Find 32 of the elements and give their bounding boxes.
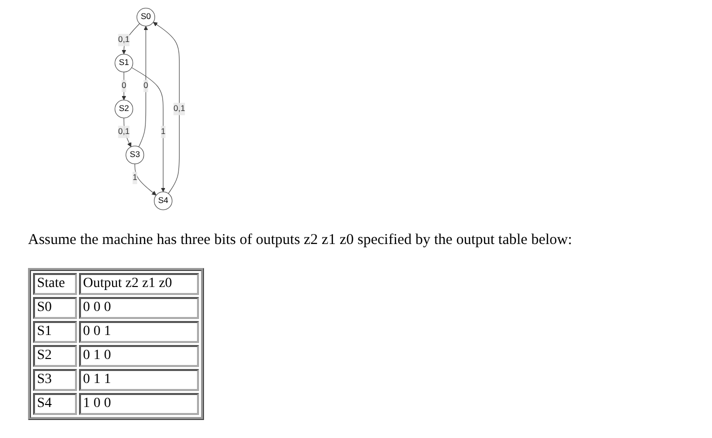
node-circle: S1 — [114, 54, 134, 72]
table-cell: 0 1 0 — [79, 345, 199, 367]
arrow — [122, 23, 140, 54]
edge-label: 0 — [144, 81, 148, 90]
arrow — [134, 164, 156, 196]
table-cell: S2 — [33, 345, 77, 367]
edge-label: 1 — [160, 127, 166, 136]
edge-label: 0,1 — [118, 35, 130, 44]
edge-label: 0,1 — [174, 104, 186, 114]
table-cell: 1 0 0 — [79, 393, 199, 415]
edge-label: 0 — [122, 81, 126, 90]
node-circle: S0 — [136, 8, 156, 26]
node-circle: S2 — [114, 100, 134, 118]
arrow — [122, 72, 126, 100]
edge-label: 1 — [132, 173, 138, 182]
node-circle: S4 — [154, 192, 172, 210]
node-circle: S3 — [126, 146, 144, 164]
table-cell: 0 0 1 — [79, 321, 199, 343]
table-cell: S3 — [33, 369, 77, 391]
arrow — [124, 118, 132, 148]
table-cell: S4 — [33, 393, 77, 415]
arrow — [138, 26, 148, 148]
table-cell: 0 0 0 — [79, 297, 199, 319]
arrow — [131, 67, 166, 192]
table-cell: S1 — [33, 321, 77, 343]
header-cell: State — [33, 273, 77, 295]
table-cell: 0 1 1 — [79, 369, 199, 391]
table-cell: S0 — [33, 297, 77, 319]
header-cell: Output z2 z1 z0 — [79, 273, 199, 295]
sentence: Assume the machine has three bits of outputs z2 z1 z0 specified by the output table below: — [28, 232, 572, 249]
edge-label: 0,1 — [118, 127, 130, 136]
arrow — [153, 22, 180, 194]
